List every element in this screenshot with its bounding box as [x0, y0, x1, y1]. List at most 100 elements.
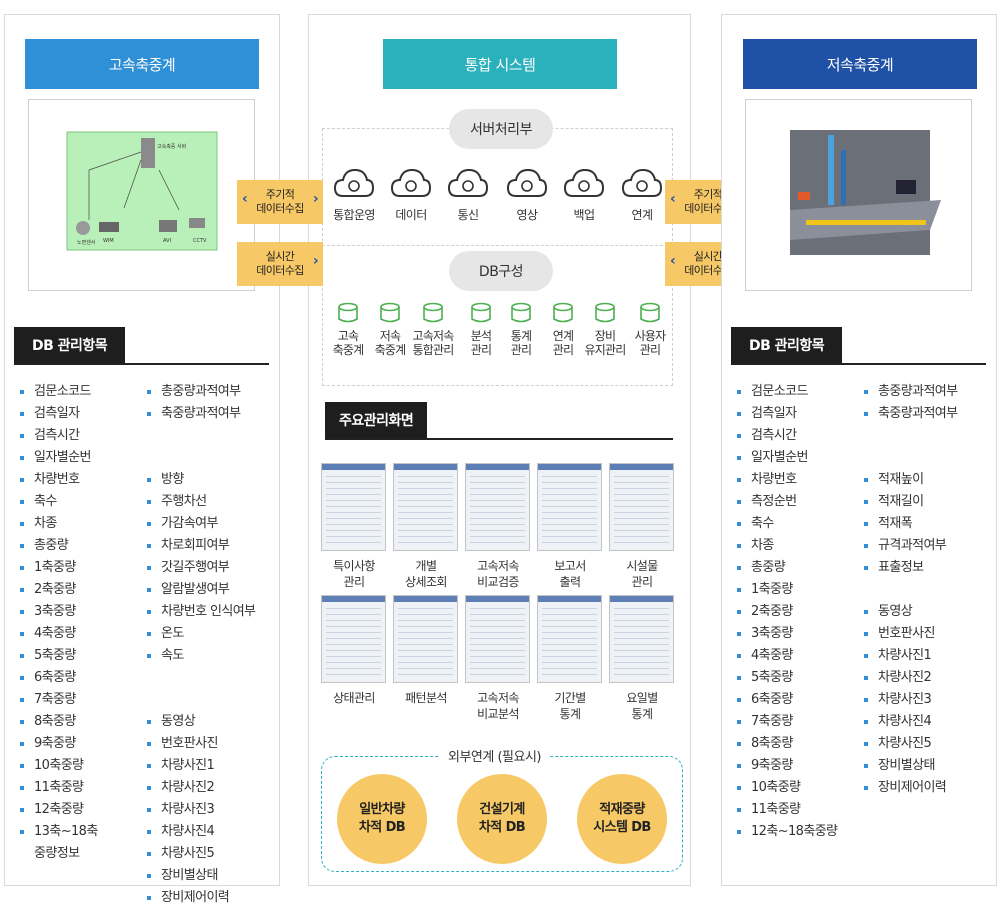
db-list-item: 장비제어이력 — [146, 887, 255, 909]
db-list-item: 적재길이 — [863, 491, 958, 513]
db-item: 장비 유지관리 — [581, 302, 629, 357]
high-speed-title: 고속축중계 — [25, 39, 259, 89]
screen-label: 개별 상세조회 — [405, 559, 447, 589]
chevron-left-icon: ‹ — [242, 191, 248, 207]
db-item: 저속 축중계 — [366, 302, 414, 357]
left-db-title-bar: DB 관리항목 — [14, 327, 269, 365]
database-icon — [338, 302, 358, 323]
db-list-item: 차량사진4 — [146, 821, 255, 843]
server-icon — [141, 138, 155, 168]
high-speed-panel: 고속축중계 고속축중 서버 노면센서 WIM AVI CCTV DB 관리항목 … — [4, 14, 280, 905]
db-list-item: 10축중량 — [736, 777, 837, 799]
db-list-item: 차량사진1 — [863, 645, 958, 667]
database-icon — [511, 302, 531, 323]
db-list-item: 1축중량 — [736, 579, 837, 601]
service-label: 연계 — [631, 208, 653, 222]
road-sensor-icon — [76, 221, 90, 235]
db-list-item: 온도 — [146, 623, 255, 645]
screen-thumbnail — [393, 595, 458, 683]
high-speed-diagram-image: 고속축중 서버 노면센서 WIM AVI CCTV — [66, 131, 218, 251]
left-realtime-label: 실시간 데이터수집 — [256, 250, 304, 277]
db-list-item: 5축중량 — [736, 667, 837, 689]
server-db-divider — [322, 245, 673, 246]
db-list-item: 가감속여부 — [146, 513, 255, 535]
external-construction-db: 건설기계 차적 DB — [457, 774, 547, 864]
db-list-item — [146, 667, 255, 689]
screen-label: 상태관리 — [333, 691, 375, 705]
db-list-item: 주행차선 — [146, 491, 255, 513]
db-list-item: 2축중량 — [19, 579, 98, 601]
db-list-item: 10축중량 — [19, 755, 98, 777]
db-list-item: 동영상 — [863, 601, 958, 623]
database-icon — [553, 302, 573, 323]
db-item: 사용자 관리 — [626, 302, 674, 357]
screens-title-bar: 주요관리화면 — [325, 402, 673, 440]
db-list-item: 7축중량 — [736, 711, 837, 733]
db-list-item: 6축중량 — [736, 689, 837, 711]
external-link-title: 외부연계 (필요시) — [440, 746, 549, 765]
db-list-item: 6축중량 — [19, 667, 98, 689]
db-list-item: 번호판사진 — [863, 623, 958, 645]
chevron-left-icon: ‹ — [670, 253, 676, 269]
monitor-icon — [896, 180, 916, 194]
right-periodic-label: 주기적 데이터수집 — [684, 188, 732, 215]
database-icon — [471, 302, 491, 323]
db-list-item: 장비제어이력 — [863, 777, 958, 799]
db-list-item: 검측시간 — [19, 425, 98, 447]
db-list-item: 11축중량 — [19, 777, 98, 799]
diagram-label-cctv: CCTV — [193, 238, 207, 244]
screen-thumbnail — [321, 463, 386, 551]
db-list-item: 차량사진1 — [146, 755, 255, 777]
db-list-item: 총중량과적여부 — [146, 381, 255, 403]
db-list-item: 차량사진5 — [146, 843, 255, 865]
db-item-label: 고속저속 통합관리 — [412, 329, 455, 357]
db-list-item: 총중량 — [736, 557, 837, 579]
db-list-item: 총중량 — [19, 535, 98, 557]
db-list-item: 13축~18축 — [19, 821, 98, 843]
external-general-vehicle-db: 일반차량 차적 DB — [337, 774, 427, 864]
db-list-item: 차량번호 — [19, 469, 98, 491]
service-label: 통신 — [457, 208, 479, 222]
db-list-item: 2축중량 — [736, 601, 837, 623]
cloud-video-icon — [506, 168, 548, 197]
db-list-item: 4축중량 — [736, 645, 837, 667]
service-cloud-monitor: 백업 — [559, 166, 609, 223]
db-item-label: 사용자 관리 — [634, 329, 667, 357]
db-list-item: 8축중량 — [736, 733, 837, 755]
db-list-item: 검측일자 — [19, 403, 98, 425]
db-list-item: 중량정보 — [34, 846, 80, 861]
db-list-item: 차로회피여부 — [146, 535, 255, 557]
db-list-item: 장비별상태 — [146, 865, 255, 887]
db-list-item: 차량번호 — [736, 469, 837, 491]
db-item: 통계 관리 — [497, 302, 545, 357]
db-list-item: 차량사진5 — [863, 733, 958, 755]
db-config-pill: DB구성 — [449, 251, 553, 291]
pole-icon — [828, 135, 834, 205]
screen-label: 보고서 출력 — [554, 559, 586, 589]
cloud-network-icon — [621, 168, 663, 197]
db-list-item: 표출정보 — [863, 557, 958, 579]
db-list-item: 규격과적여부 — [863, 535, 958, 557]
db-list-item: 11축중량 — [736, 799, 837, 821]
db-list-item: 차량사진2 — [146, 777, 255, 799]
db-list-item: 축중량과적여부 — [863, 403, 958, 425]
cloud-sync-icon — [333, 168, 375, 197]
db-list-item — [863, 579, 958, 601]
screen-label: 고속저속 비교분석 — [477, 691, 519, 721]
db-list-item: 방향 — [146, 469, 255, 491]
db-item-label: 장비 유지관리 — [584, 329, 627, 357]
db-item-label: 저속 축중계 — [374, 329, 407, 357]
db-list-item: 12축~18축중량 — [736, 821, 838, 843]
db-list-item: 적재높이 — [863, 469, 958, 491]
diagram-label-wim: WIM — [103, 238, 114, 244]
diagram-label-avi: AVI — [163, 238, 171, 244]
db-item: 고속저속 통합관리 — [409, 302, 457, 357]
service-label: 통합운영 — [333, 208, 375, 222]
screens-title: 주요관리화면 — [325, 402, 428, 438]
right-db-title: DB 관리항목 — [731, 327, 843, 363]
db-list-item: 차종 — [736, 535, 837, 557]
